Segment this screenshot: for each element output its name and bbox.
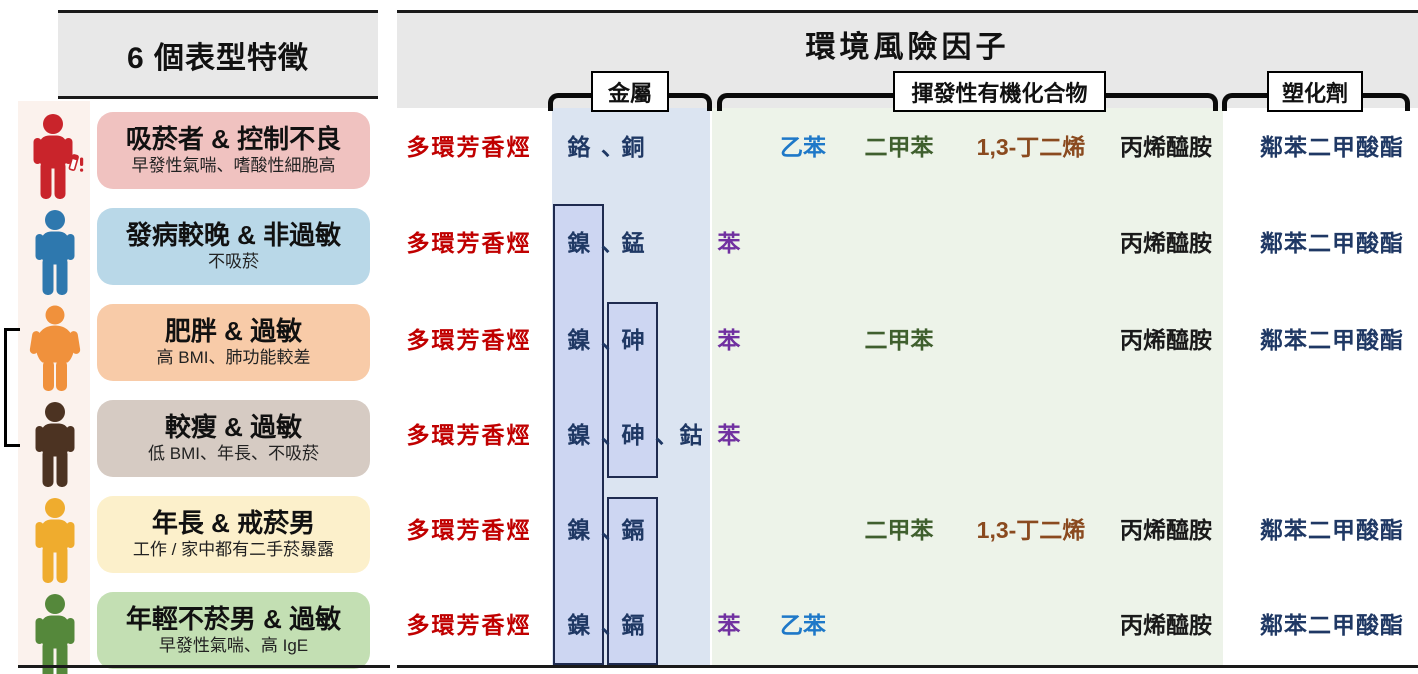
pah-cell: 多環芳香烴 bbox=[406, 230, 532, 256]
phenotype-name: 年長 & 戒菸男 bbox=[151, 508, 316, 538]
phenotype-name: 吸菸者 & 控制不良 bbox=[125, 124, 342, 154]
arsenic-shared-box bbox=[607, 302, 658, 478]
voc-butadiene-cell: 1,3-丁二烯 bbox=[976, 517, 1086, 543]
voc-benzene-cell: 苯 bbox=[717, 612, 741, 638]
phenotype-card-obese-allergic: 肥胖 & 過敏 高 BMI、肺功能較差 bbox=[97, 304, 370, 381]
voc-ethylbenzene-cell: 乙苯 bbox=[780, 134, 826, 160]
standard-person-icon bbox=[22, 497, 88, 585]
voc-xylene-cell: 二甲苯 bbox=[864, 327, 934, 353]
pah-cell: 多環芳香烴 bbox=[406, 517, 532, 543]
phenotype-name: 年輕不菸男 & 過敏 bbox=[125, 604, 342, 634]
metals-group-label: 金屬 bbox=[591, 71, 669, 112]
allergic-pair-bracket bbox=[4, 328, 20, 447]
person-pictogram bbox=[29, 305, 81, 391]
standard-person-icon bbox=[22, 209, 88, 297]
risk-row-lean-allergic: 多環芳香烴 鎳 、 砷 、 鈷 苯 bbox=[0, 420, 1418, 450]
metal-cell-nickel: 鎳 bbox=[567, 612, 591, 638]
metal-cell-cadmium: 鎘 bbox=[621, 612, 645, 638]
pah-cell: 多環芳香烴 bbox=[406, 612, 532, 638]
person-pictogram bbox=[35, 210, 75, 295]
voc-ethylbenzene-cell: 乙苯 bbox=[780, 612, 826, 638]
metal-cell-cobalt: 鈷 bbox=[679, 422, 703, 448]
vocs-group-label: 揮發性有機化合物 bbox=[893, 71, 1106, 112]
cigarette-icon bbox=[68, 154, 84, 172]
metal-cell-nickel: 鎳 bbox=[567, 230, 591, 256]
phenotype-panel-title: 6 個表型特徵 bbox=[126, 41, 310, 75]
phenotype-description: 工作 / 家中都有二手菸暴露 bbox=[132, 540, 335, 559]
voc-xylene-cell: 二甲苯 bbox=[864, 134, 934, 160]
metal-cell-arsenic: 砷 bbox=[621, 422, 645, 448]
risk-row-obese-allergic: 多環芳香烴 鎳 、 砷 苯 二甲苯 丙烯醯胺 鄰苯二甲酸酯 bbox=[0, 325, 1418, 355]
metal-cell-arsenic: 砷 bbox=[621, 327, 645, 353]
smoker-person-icon bbox=[22, 113, 88, 201]
phenotype-description: 高 BMI、肺功能較差 bbox=[156, 348, 311, 367]
phenotype-description: 早發性氣喘、高 IgE bbox=[158, 636, 309, 655]
standard-person-icon bbox=[22, 401, 88, 489]
metal-cell-manganese: 錳 bbox=[621, 230, 645, 256]
vocs-column-band bbox=[712, 108, 1223, 665]
phenotype-card-smoker: 吸菸者 & 控制不良 早發性氣喘、嗜酸性細胞高 bbox=[97, 112, 370, 189]
phenotype-description: 低 BMI、年長、不吸菸 bbox=[148, 444, 319, 463]
plasticizer-cell: 鄰苯二甲酸酯 bbox=[1260, 134, 1404, 160]
voc-butadiene-cell: 1,3-丁二烯 bbox=[976, 134, 1086, 160]
plasticizer-cell: 鄰苯二甲酸酯 bbox=[1260, 517, 1404, 543]
voc-benzene-cell: 苯 bbox=[717, 230, 741, 256]
phenotype-description: 不吸菸 bbox=[208, 252, 259, 271]
risk-row-young-nonsmoker: 多環芳香烴 鎳 、 鎘 苯 乙苯 丙烯醯胺 鄰苯二甲酸酯 bbox=[0, 610, 1418, 640]
person-pictogram bbox=[35, 402, 75, 487]
metal-separator: 、 bbox=[655, 422, 678, 448]
phenotype-card-older-quit-smoker: 年長 & 戒菸男 工作 / 家中都有二手菸暴露 bbox=[97, 496, 370, 573]
plasticizer-cell: 鄰苯二甲酸酯 bbox=[1260, 327, 1404, 353]
metal-cell-chromium: 鉻 bbox=[567, 134, 591, 160]
voc-acrylamide-cell: 丙烯醯胺 bbox=[1120, 327, 1212, 353]
plasticizer-cell: 鄰苯二甲酸酯 bbox=[1260, 612, 1404, 638]
nickel-shared-box bbox=[553, 204, 604, 665]
phenotype-name: 肥胖 & 過敏 bbox=[164, 316, 303, 346]
risk-row-late-onset: 多環芳香烴 鎳 、 錳 苯 丙烯醯胺 鄰苯二甲酸酯 bbox=[0, 228, 1418, 258]
phenotype-card-young-nonsmoker: 年輕不菸男 & 過敏 早發性氣喘、高 IgE bbox=[97, 592, 370, 669]
plasticizer-cell: 鄰苯二甲酸酯 bbox=[1260, 230, 1404, 256]
phenotype-card-late-onset: 發病較晚 & 非過敏 不吸菸 bbox=[97, 208, 370, 285]
phenotype-name: 較瘦 & 過敏 bbox=[164, 412, 303, 442]
risk-row-older-quit-smoker: 多環芳香烴 鎳 、 鎘 二甲苯 1,3-丁二烯 丙烯醯胺 鄰苯二甲酸酯 bbox=[0, 515, 1418, 545]
metal-cell-cadmium: 鎘 bbox=[621, 517, 645, 543]
metal-cell-copper: 銅 bbox=[621, 134, 645, 160]
risk-row-smoker: 多環芳香烴 鉻 、 銅 乙苯 二甲苯 1,3-丁二烯 丙烯醯胺 鄰苯二甲酸酯 bbox=[0, 132, 1418, 162]
person-pictogram bbox=[35, 498, 75, 583]
voc-acrylamide-cell: 丙烯醯胺 bbox=[1120, 134, 1212, 160]
voc-acrylamide-cell: 丙烯醯胺 bbox=[1120, 612, 1212, 638]
voc-benzene-cell: 苯 bbox=[717, 327, 741, 353]
cadmium-shared-box bbox=[607, 497, 658, 665]
voc-xylene-cell: 二甲苯 bbox=[864, 517, 934, 543]
person-pictogram bbox=[33, 114, 84, 199]
pah-cell: 多環芳香烴 bbox=[406, 134, 532, 160]
obese-person-icon bbox=[22, 305, 88, 393]
metal-cell-nickel: 鎳 bbox=[567, 517, 591, 543]
voc-acrylamide-cell: 丙烯醯胺 bbox=[1120, 517, 1212, 543]
metal-cell-nickel: 鎳 bbox=[567, 422, 591, 448]
metal-cell-nickel: 鎳 bbox=[567, 327, 591, 353]
right-panel-bottom-rule bbox=[397, 665, 1418, 668]
phenotype-panel-header: 6 個表型特徵 bbox=[58, 10, 378, 99]
phenotype-name: 發病較晚 & 非過敏 bbox=[125, 220, 342, 250]
voc-benzene-cell: 苯 bbox=[717, 422, 741, 448]
pah-cell: 多環芳香烴 bbox=[406, 327, 532, 353]
pah-cell: 多環芳香烴 bbox=[406, 422, 532, 448]
phenotype-description: 早發性氣喘、嗜酸性細胞高 bbox=[131, 156, 336, 175]
risk-panel-title: 環境風險因子 bbox=[805, 30, 1010, 64]
plasticizers-group-label: 塑化劑 bbox=[1267, 71, 1363, 112]
phenotype-card-lean-allergic: 較瘦 & 過敏 低 BMI、年長、不吸菸 bbox=[97, 400, 370, 477]
left-panel-bottom-rule bbox=[18, 665, 390, 668]
voc-acrylamide-cell: 丙烯醯胺 bbox=[1120, 230, 1212, 256]
